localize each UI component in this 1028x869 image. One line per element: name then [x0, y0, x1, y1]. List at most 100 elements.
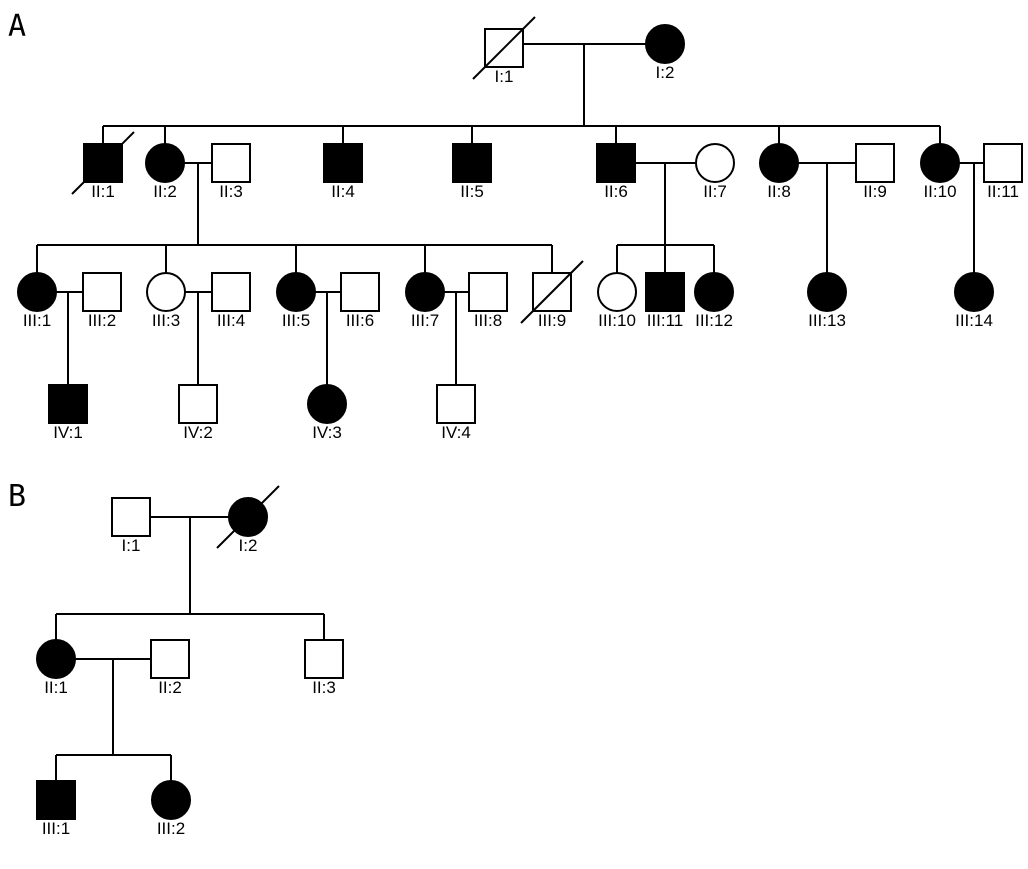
- individual-b-i-1: I:1: [111, 497, 151, 555]
- affected-male-symbol: [596, 143, 636, 183]
- affected-female-symbol: [807, 272, 847, 312]
- individual-a-iii-11: III:11: [645, 272, 685, 330]
- individual-label: III:5: [282, 311, 310, 330]
- unaffected-male-symbol: [211, 272, 251, 312]
- unaffected-male-symbol: [468, 272, 508, 312]
- individual-label: II:11: [987, 182, 1019, 201]
- individual-a-ii-5: II:5: [452, 143, 492, 201]
- individual-a-ii-11: II:11: [983, 143, 1023, 201]
- individual-label: II:10: [923, 182, 956, 201]
- unaffected-female-symbol: [597, 272, 637, 312]
- individual-label: III:7: [411, 311, 439, 330]
- individual-label: III:1: [42, 819, 70, 838]
- affected-male-symbol: [36, 780, 76, 820]
- individual-a-iv-3: IV:3: [307, 384, 347, 442]
- individual-a-ii-4: II:4: [323, 143, 363, 201]
- unaffected-male-symbol: [82, 272, 122, 312]
- deceased-slash: [520, 260, 584, 324]
- affected-female-symbol: [920, 143, 960, 183]
- individual-a-iii-10: III:10: [597, 272, 637, 330]
- individual-a-iii-6: III:6: [340, 272, 380, 330]
- individual-label: I:1: [495, 67, 514, 86]
- individual-label: III:2: [88, 311, 116, 330]
- deceased-slash: [216, 485, 280, 549]
- individual-a-ii-10: II:10: [920, 143, 960, 201]
- individual-label: III:14: [955, 311, 993, 330]
- individual-label: III:11: [647, 311, 684, 330]
- affected-female-symbol: [17, 272, 57, 312]
- individual-a-iv-2: IV:2: [178, 384, 218, 442]
- affected-female-symbol: [405, 272, 445, 312]
- affected-female-symbol: [954, 272, 994, 312]
- individual-b-iii-1: III:1: [36, 780, 76, 838]
- individual-label: II:4: [331, 182, 355, 201]
- individual-label: II:5: [460, 182, 484, 201]
- deceased-slash: [71, 131, 135, 195]
- individual-a-ii-1: II:1: [71, 131, 135, 201]
- unaffected-male-symbol: [111, 497, 151, 537]
- unaffected-male-symbol: [855, 143, 895, 183]
- individual-label: I:2: [239, 536, 258, 555]
- individual-b-ii-3: II:3: [304, 639, 344, 697]
- individual-label: II:3: [219, 182, 243, 201]
- individual-label: III:10: [598, 311, 636, 330]
- individual-label: III:2: [157, 819, 185, 838]
- unaffected-female-symbol: [695, 143, 735, 183]
- individual-a-ii-9: II:9: [855, 143, 895, 201]
- individual-b-iii-2: III:2: [151, 780, 191, 838]
- individual-b-i-2: I:2: [216, 485, 280, 555]
- individual-a-ii-8: II:8: [759, 143, 799, 201]
- individual-label: II:1: [44, 678, 68, 697]
- individual-a-iv-4: IV:4: [436, 384, 476, 442]
- affected-female-symbol: [694, 272, 734, 312]
- individual-label: II:6: [604, 182, 628, 201]
- individual-label: II:2: [158, 678, 182, 697]
- individual-a-iii-5: III:5: [276, 272, 316, 330]
- individual-a-iii-1: III:1: [17, 272, 57, 330]
- unaffected-male-symbol: [150, 639, 190, 679]
- individual-label: III:12: [695, 311, 733, 330]
- individual-a-ii-7: II:7: [695, 143, 735, 201]
- pedigree-connector-lines: [36, 43, 984, 781]
- individual-label: I:1: [122, 536, 141, 555]
- individual-a-iii-8: III:8: [468, 272, 508, 330]
- individual-label: II:8: [767, 182, 791, 201]
- individual-a-ii-6: II:6: [596, 143, 636, 201]
- affected-female-symbol: [759, 143, 799, 183]
- individual-a-iii-7: III:7: [405, 272, 445, 330]
- individual-label: II:2: [153, 182, 177, 201]
- individual-label: III:13: [808, 311, 846, 330]
- affected-male-symbol: [645, 272, 685, 312]
- individual-label: III:8: [474, 311, 502, 330]
- individual-a-i-1: I:1: [472, 16, 536, 86]
- individual-a-iii-2: III:2: [82, 272, 122, 330]
- individual-a-iii-12: III:12: [694, 272, 734, 330]
- individual-a-i-2: I:2: [645, 24, 685, 82]
- individual-label: IV:1: [53, 423, 83, 442]
- affected-female-symbol: [151, 780, 191, 820]
- individual-label: II:3: [312, 678, 336, 697]
- affected-female-symbol: [145, 143, 185, 183]
- individual-label: II:7: [703, 182, 727, 201]
- affected-male-symbol: [323, 143, 363, 183]
- unaffected-male-symbol: [304, 639, 344, 679]
- individual-label: III:3: [152, 311, 180, 330]
- individual-a-iii-3: III:3: [146, 272, 186, 330]
- individual-label: III:1: [23, 311, 51, 330]
- individual-label: IV:4: [441, 423, 471, 442]
- affected-female-symbol: [645, 24, 685, 64]
- individual-label: II:9: [863, 182, 887, 201]
- individual-label: I:2: [656, 63, 675, 82]
- panel-letters: AB: [8, 9, 26, 514]
- individual-a-ii-2: II:2: [145, 143, 185, 201]
- individual-a-iii-4: III:4: [211, 272, 251, 330]
- individual-a-iv-1: IV:1: [48, 384, 88, 442]
- affected-female-symbol: [36, 639, 76, 679]
- affected-male-symbol: [452, 143, 492, 183]
- individual-label: III:6: [346, 311, 374, 330]
- affected-female-symbol: [276, 272, 316, 312]
- affected-male-symbol: [48, 384, 88, 424]
- individual-label: II:1: [91, 182, 115, 201]
